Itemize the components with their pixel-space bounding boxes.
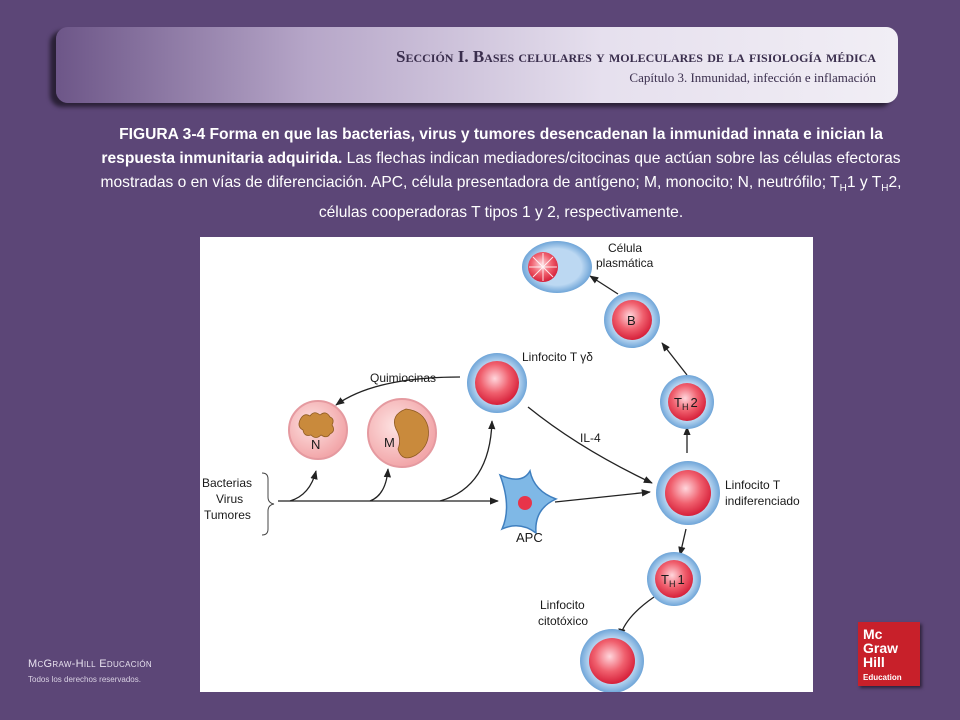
cytotoxic-label-1: Linfocito (540, 598, 585, 612)
monocyte-cell (367, 398, 437, 468)
caption-text-2: 1 y T (846, 174, 882, 191)
logo-line-2: Graw (863, 640, 899, 656)
th1-cell (647, 552, 701, 606)
caption-sub-2: H (881, 183, 889, 195)
section-banner: Sección I. Bases celulares y moleculares… (56, 27, 898, 103)
cytotoxic-t-cell (580, 629, 644, 692)
trigger-virus: Virus (216, 492, 243, 506)
section-title: Sección I. Bases celulares y moleculares… (396, 47, 876, 66)
figure-caption: FIGURA 3-4 Forma en que las bacterias, v… (86, 123, 916, 225)
il4-label: IL-4 (580, 431, 601, 445)
cytotoxic-label-2: citotóxico (538, 614, 588, 628)
logo-line-3: Hill (863, 654, 885, 670)
gamma-delta-label: Linfocito T γδ (522, 350, 593, 364)
neutrophil-cell (288, 400, 348, 460)
undiff-label-2: indiferenciado (725, 494, 800, 508)
plasma-label-2: plasmática (596, 256, 654, 270)
publisher-name: McGraw-Hill Educación (28, 658, 152, 670)
neutrophil-label: N (311, 437, 320, 452)
b-cell (604, 292, 660, 348)
caption-sub-1: H (839, 183, 847, 195)
immune-diagram: Bacterias Virus Tumores N (200, 237, 813, 692)
trigger-tumores: Tumores (204, 508, 251, 522)
caption-bold: FIGURA 3-4 Forma en que las bacterias, v… (101, 126, 883, 167)
trigger-bacterias: Bacterias (202, 476, 252, 490)
b-cell-label: B (627, 313, 636, 328)
chapter-title: Capítulo 3. Inmunidad, infección e infla… (629, 70, 876, 85)
caption-text-3: 2, células cooperadoras T tipos 1 y 2, r… (318, 174, 902, 222)
undifferentiated-t-cell (656, 461, 720, 525)
quimiocinas-label: Quimiocinas (370, 371, 436, 385)
rights-notice: Todos los derechos reservados. (28, 675, 141, 684)
th2-cell (660, 375, 714, 429)
plasma-cell (522, 241, 592, 293)
caption-text-1: Las flechas indican mediadores/citocinas… (100, 150, 901, 191)
monocyte-label: M (384, 435, 395, 450)
arrows (278, 275, 691, 638)
logo-line-1: Mc (863, 626, 883, 642)
plasma-label-1: Célula (608, 241, 642, 255)
undiff-label-1: Linfocito T (725, 478, 781, 492)
gamma-delta-t-cell (467, 353, 527, 413)
apc-label: APC (516, 530, 543, 545)
trigger-bracket (261, 472, 275, 536)
apc-cell (498, 468, 558, 535)
logo-line-4: Education (863, 673, 902, 682)
mcgraw-hill-logo: Mc Graw Hill Education (858, 622, 920, 686)
